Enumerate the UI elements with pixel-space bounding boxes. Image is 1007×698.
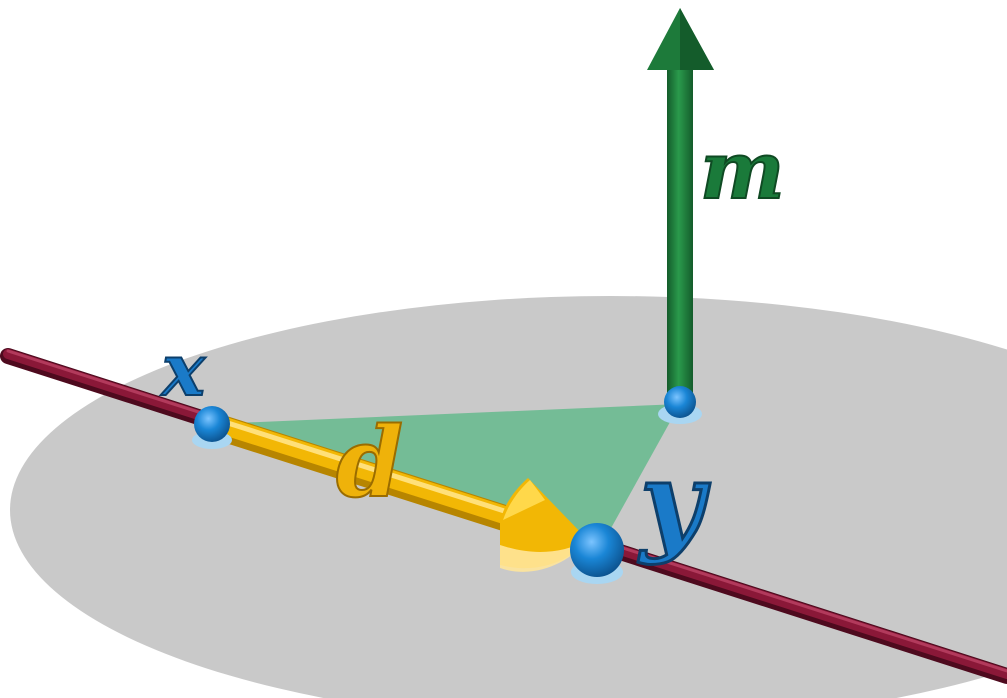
point-m-base [658,386,702,424]
label-x: x [160,327,206,412]
label-d: d [336,406,403,519]
point-y [570,523,624,584]
label-m: m [700,123,785,217]
m-arrow [647,8,714,402]
d-arrow [199,412,588,572]
projection-triangle [212,404,680,548]
label-y: y [637,437,711,566]
point-x [192,406,232,449]
